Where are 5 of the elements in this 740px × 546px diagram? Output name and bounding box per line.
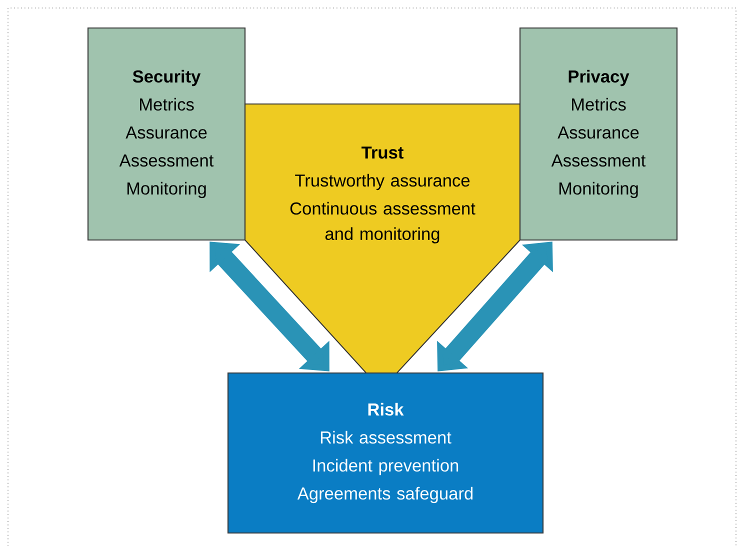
double-arrow	[437, 242, 553, 372]
box: Risk Risk assessment Incident prevention Agreements safeguard	[227, 372, 544, 534]
double-arrow	[210, 242, 330, 372]
box: Privacy Metrics Assurance Assessment Monitoring	[519, 27, 678, 241]
box: Security Metrics Assurance Assessment Monitoring	[87, 27, 246, 241]
